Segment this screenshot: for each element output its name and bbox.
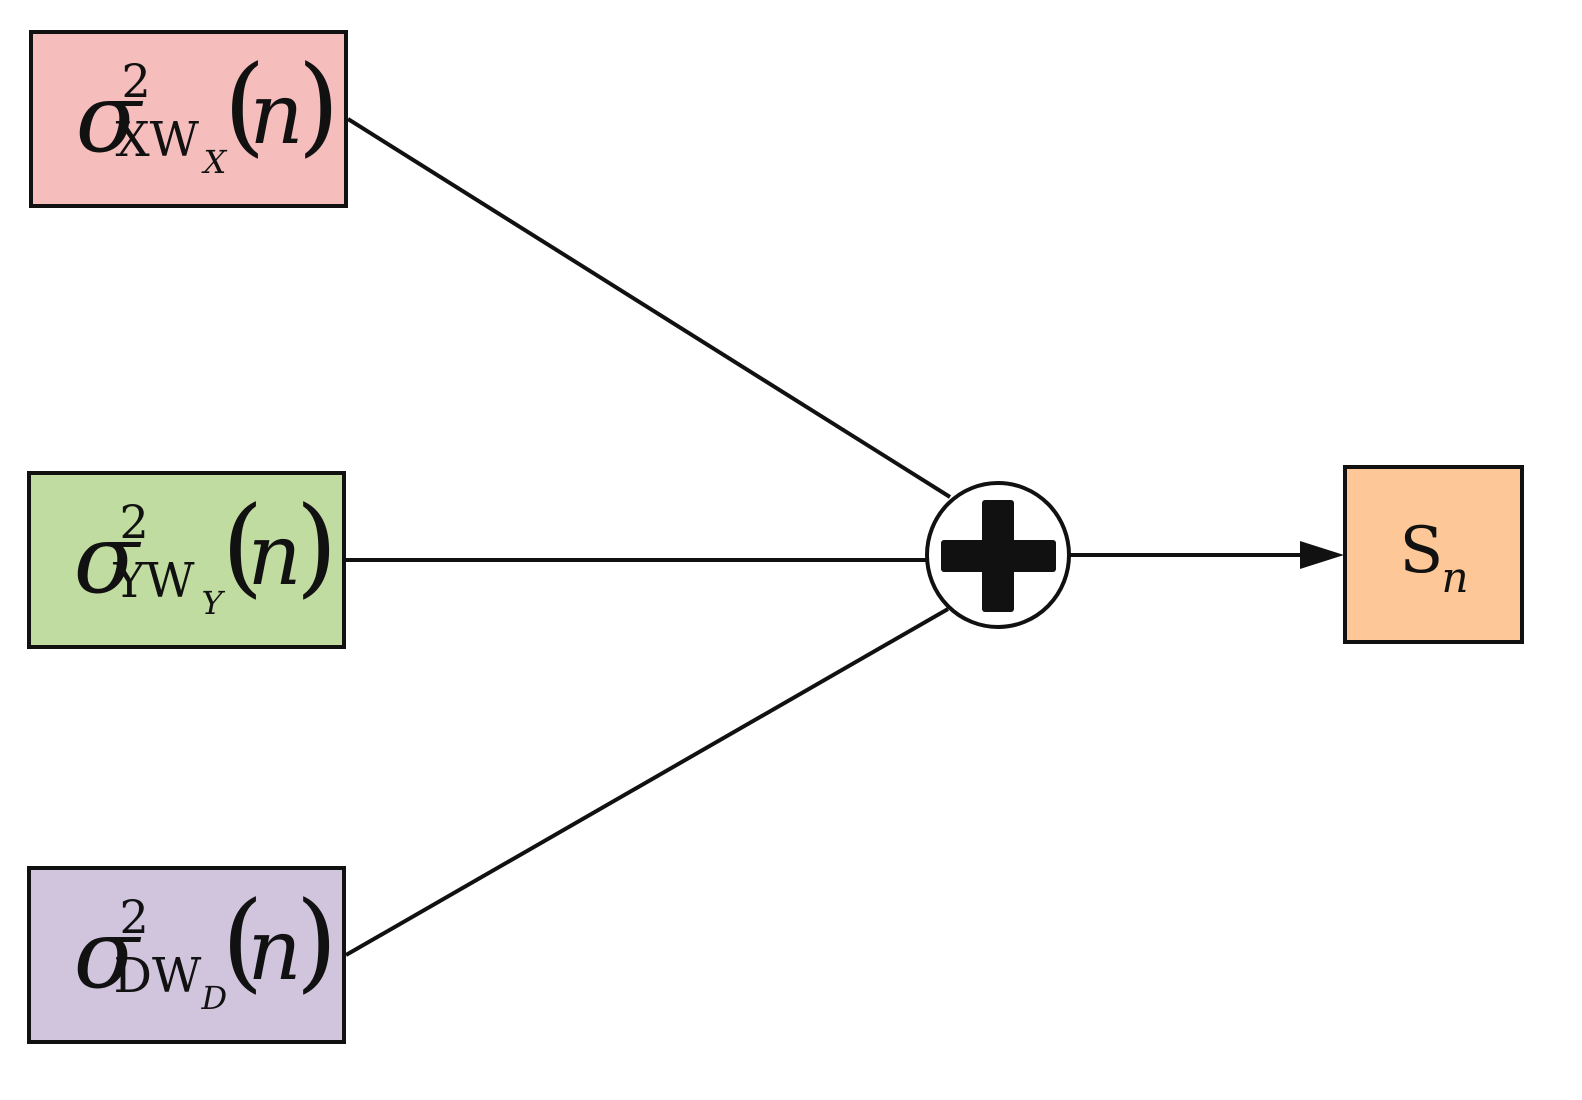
connector-x-to-sum — [346, 117, 952, 499]
argument-label: n — [249, 65, 304, 163]
sub-subscript-label: D — [201, 979, 228, 1017]
power-label: 2 — [119, 495, 149, 549]
power-label: 2 — [119, 890, 149, 944]
sub-subscript-label: Y — [201, 584, 223, 622]
formula-variance-x: σ 2 XW X ( n ) — [64, 43, 340, 184]
input-box-x: σ 2 XW X ( n ) — [29, 30, 348, 208]
formula-variance-y: σ 2 YW Y ( n ) — [62, 484, 338, 625]
input-box-y: σ 2 YW Y ( n ) — [27, 471, 346, 649]
subscript-label: XW — [115, 112, 200, 168]
output-subscript: n — [1441, 552, 1469, 602]
argument-label: n — [247, 901, 302, 999]
input-box-d: σ 2 DW D ( n ) — [27, 866, 346, 1044]
argument-label: n — [247, 506, 302, 604]
open-paren: ( — [221, 879, 264, 1004]
close-paren: ) — [297, 43, 340, 168]
arrowhead — [1300, 541, 1344, 569]
open-paren: ( — [221, 484, 264, 609]
sigma-symbol: σ — [73, 898, 140, 1010]
open-paren: ( — [223, 43, 266, 168]
formula-variance-d: σ 2 DW D ( n ) — [62, 879, 338, 1020]
subscript-label: DW — [113, 948, 202, 1004]
close-paren: ) — [295, 484, 338, 609]
output-box: S n — [1343, 465, 1524, 644]
connector-d-to-sum — [345, 607, 949, 957]
output-symbol: S — [1399, 513, 1444, 588]
sub-subscript-label: X — [203, 143, 227, 181]
close-paren: ) — [295, 879, 338, 1004]
plus-icon — [941, 500, 1056, 612]
sigma-symbol: σ — [73, 503, 140, 615]
summation-node — [925, 481, 1071, 629]
sigma-symbol: σ — [75, 62, 142, 174]
formula-output: S n — [1394, 513, 1474, 599]
power-label: 2 — [121, 54, 151, 108]
subscript-label: YW — [113, 553, 195, 609]
